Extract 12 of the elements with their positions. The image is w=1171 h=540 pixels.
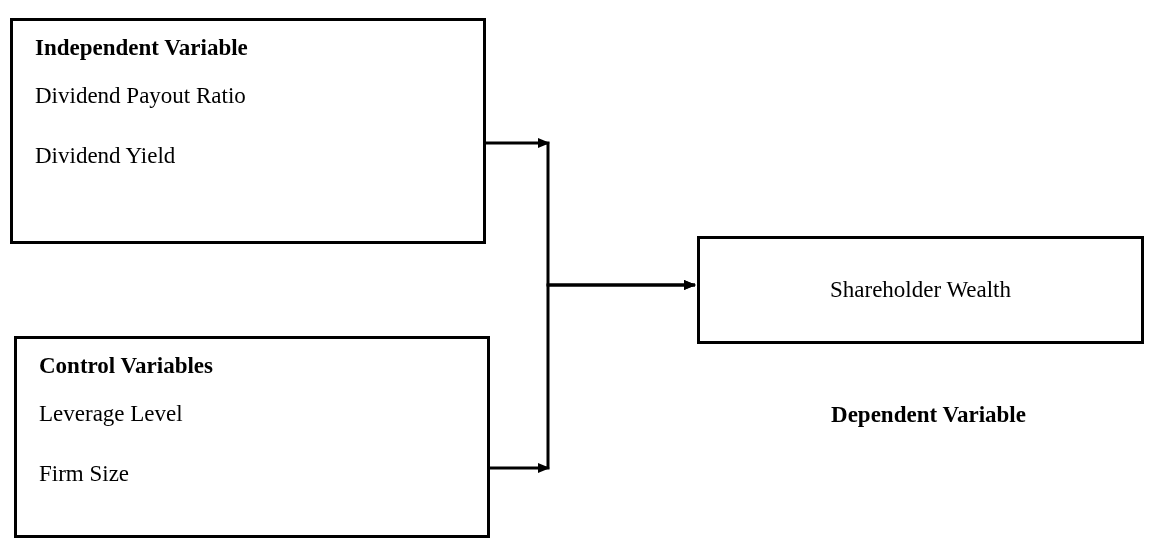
variable-box [14, 336, 490, 538]
variable-name: Dividend Yield [35, 143, 177, 169]
variable-name: Leverage Level [39, 401, 184, 427]
group-heading: Independent Variable [35, 35, 249, 61]
variable-name: Dividend Payout Ratio [35, 83, 247, 109]
variable-box [10, 18, 486, 244]
variable-name: Firm Size [39, 461, 131, 487]
connector-arrow [490, 280, 696, 470]
group-heading: Control Variables [39, 353, 215, 379]
variable-box [697, 236, 1144, 344]
box-caption: Dependent Variable [831, 402, 1026, 428]
variable-name: Shareholder Wealth [830, 277, 1011, 303]
